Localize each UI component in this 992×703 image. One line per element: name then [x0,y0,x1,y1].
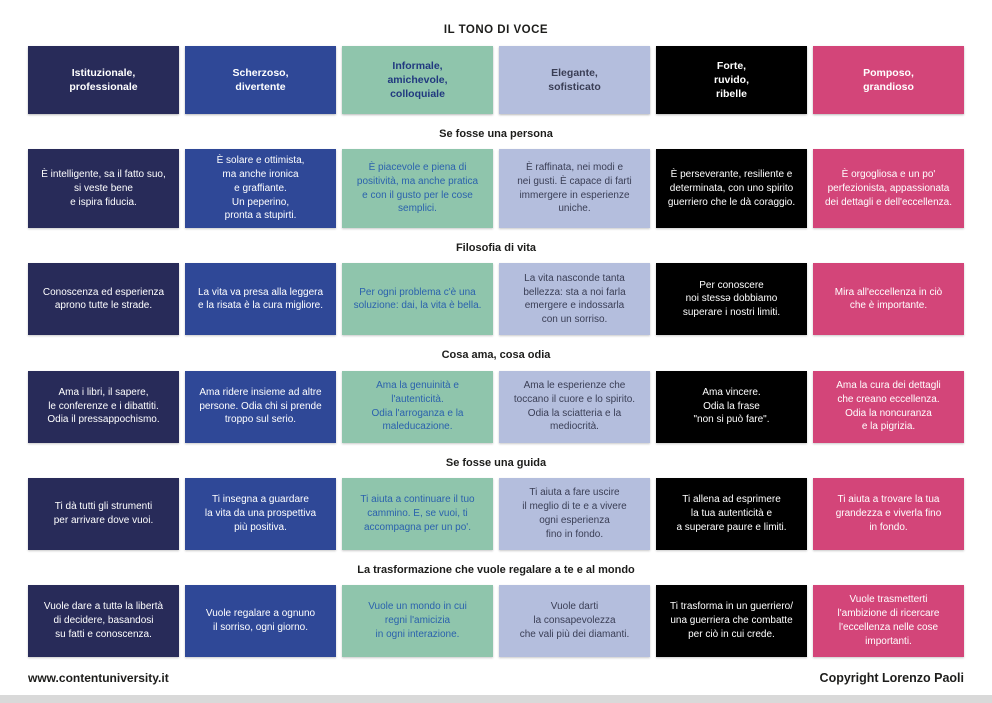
section-label-trasformazione: La trasformazione che vuole regalare a t… [357,563,635,576]
cell: Ti aiuta a fare uscire il meglio di te e… [499,477,650,550]
cell: È orgogliosa e un po' perfezionista, app… [813,149,964,229]
column-header-forte: Forte, ruvido, ribelle [656,46,807,114]
section-label-persona: Se fosse una persona [439,128,553,140]
section-row-filosofia: Conoscenza ed esperienza aprono tutte le… [28,263,964,336]
cell: È raffinata, nei modi e nei gusti. È cap… [499,149,650,229]
cell: È perseverante, resiliente e determinata… [656,149,807,229]
column-header-informale: Informale, amichevole, colloquiale [342,46,493,114]
cell: La vita nasconde tanta bellezza: sta a n… [499,263,650,336]
cell: Ti allena ad esprimere la tua autenticit… [656,477,807,550]
cell: Per ogni problema c'è una soluzione: dai… [342,263,493,336]
cell: È solare e ottimista, ma anche ironica e… [185,149,336,229]
column-header-istituzionale: Istituzionale, professionale [28,46,179,114]
cell: Ti aiuta a trovare la tua grandezza e vi… [813,477,964,550]
cell: Vuole regalare a ognuno il sorriso, ogni… [185,584,336,657]
section-row-guida: Ti dà tutti gli strumenti per arrivare d… [28,477,964,550]
cell: Ti trasforma in un guerriero/ una guerri… [656,584,807,657]
column-header-row: Istituzionale, professionale Scherzoso, … [28,46,964,114]
copyright-text: Copyright Lorenzo Paoli [819,670,964,685]
cell: È intelligente, sa il fatto suo, si vest… [28,149,179,229]
column-header-pomposo: Pomposo, grandioso [813,46,964,114]
website-url[interactable]: www.contentuniversity.it [28,670,169,685]
cell: Ama la genuinità e l'autenticità. Odia l… [342,370,493,443]
section-label-filosofia: Filosofia di vita [455,242,537,255]
section-row-ama-odia: Ama i libri, il sapere, le conferenze e … [28,370,964,443]
cell: La vita va presa alla leggera e la risat… [185,263,336,336]
cell: Ama ridere insieme ad altre persone. Odi… [185,370,336,443]
cell: Ti dà tutti gli strumenti per arrivare d… [28,477,179,550]
cell: Per conoscere noi stessə dobbiamo supera… [656,263,807,336]
cell: È piacevole e piena di positività, ma an… [342,149,493,229]
section-label-guida: Se fosse una guida [445,456,547,469]
cell: Vuole darti la consapevolezza che vali p… [499,584,650,657]
section-row-persona: È intelligente, sa il fatto suo, si vest… [28,149,964,229]
cell: Mira all'eccellenza in ciò che è importa… [813,263,964,336]
column-header-scherzoso: Scherzoso, divertente [185,46,336,114]
cell: Ama le esperienze che toccano il cuore e… [499,370,650,443]
cell: Vuole un mondo in cui regni l'amicizia i… [342,584,493,657]
cell: Ti insegna a guardare la vita da una pro… [185,477,336,550]
column-header-elegante: Elegante, sofisticato [499,46,650,114]
page-title: IL TONO DI VOCE [443,24,549,36]
cell: Vuole dare a tuttə la libertà di decider… [28,584,179,657]
footer: www.contentuniversity.it Copyright Loren… [0,657,992,685]
bottom-strip [0,695,992,703]
cell: Ama i libri, il sapere, le conferenze e … [28,370,179,443]
cell: Ama vincere. Odia la frase "non si può f… [656,370,807,443]
cell: Ti aiuta a continuare il tuo cammino. E,… [342,477,493,550]
cell: Conoscenza ed esperienza aprono tutte le… [28,263,179,336]
section-label-ama-odia: Cosa ama, cosa odia [441,349,551,362]
cell: Ama la cura dei dettagli che creano ecce… [813,370,964,443]
cell: Vuole trasmetterti l'ambizione di ricerc… [813,584,964,657]
section-row-trasformazione: Vuole dare a tuttə la libertà di decider… [28,584,964,657]
